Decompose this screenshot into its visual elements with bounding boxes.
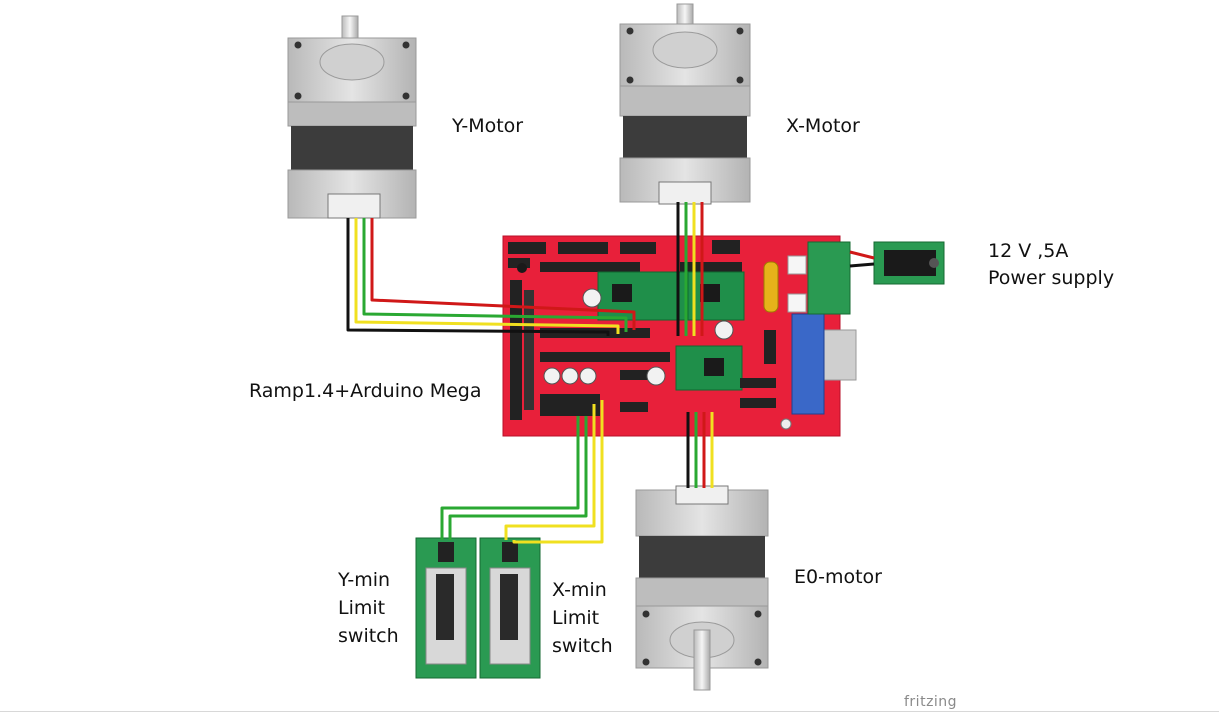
wire-y-red (370, 218, 636, 330)
power-label-line1: 12 V ,5A (988, 240, 1069, 262)
e0-motor-label: E0-motor (794, 566, 882, 588)
wire-ymin-green2 (448, 416, 588, 540)
e0-motor (635, 485, 769, 691)
board-label: Ramp1.4+Arduino Mega (249, 380, 482, 402)
wire-y-black (346, 218, 610, 336)
power-label-line2: Power supply (988, 267, 1115, 289)
wire-y-green (362, 218, 628, 332)
power-jack (873, 241, 945, 285)
wires (346, 202, 875, 544)
wire-ymin-green (440, 416, 580, 540)
y-motor-label: Y-Motor (452, 115, 524, 137)
wire-y-yellow (354, 218, 620, 334)
ymin-switch-label: Y-min Limit switch (338, 569, 399, 647)
x-motor (619, 3, 751, 205)
wire-power-red (849, 250, 875, 260)
ramps-board (502, 235, 857, 437)
wire-xmin-yellow2 (512, 400, 604, 544)
fritzing-watermark: fritzing (904, 694, 958, 710)
bottom-divider (0, 711, 1219, 712)
y-motor (287, 15, 417, 219)
y-min-switch (415, 537, 477, 679)
xmin-switch-label: X-min Limit switch (552, 579, 613, 657)
wire-power-black (849, 262, 875, 268)
x-motor-label: X-Motor (786, 115, 860, 137)
wire-xmin-yellow (504, 404, 596, 540)
x-min-switch (479, 537, 541, 679)
